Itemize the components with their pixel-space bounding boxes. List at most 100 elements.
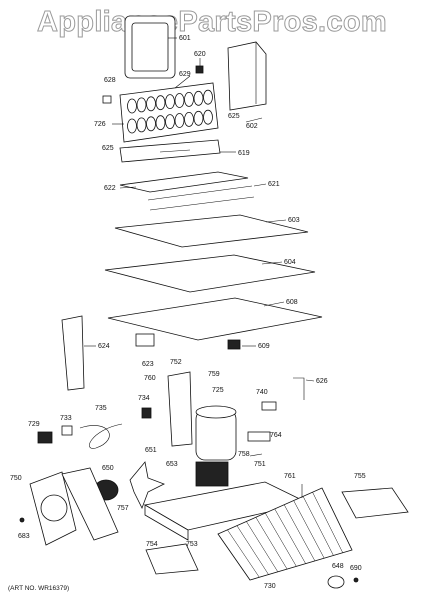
label-750: 750	[10, 475, 22, 482]
part-629-evaporator[interactable]	[119, 82, 219, 143]
label-604: 604	[284, 259, 296, 266]
coil-loop	[203, 89, 213, 105]
coil-loop	[203, 109, 213, 125]
part-603-shelf[interactable]	[114, 214, 309, 248]
part-609[interactable]	[227, 339, 241, 350]
label-734: 734	[138, 395, 150, 402]
condenser-tube	[283, 504, 316, 562]
coil-loop	[193, 90, 204, 106]
part-651-fan-blade[interactable]	[129, 461, 165, 509]
label-609: 609	[258, 343, 270, 350]
label-751: 751	[254, 461, 266, 468]
label-730: 730	[264, 583, 276, 590]
label-624: 624	[98, 343, 110, 350]
label-603: 603	[288, 217, 300, 224]
label-740: 740	[256, 389, 268, 396]
label-752: 752	[170, 359, 182, 366]
part-757-baffle[interactable]	[61, 467, 119, 541]
label-648: 648	[332, 563, 344, 570]
part-624-panel[interactable]	[61, 315, 85, 391]
part-755[interactable]	[341, 487, 409, 519]
condenser-tube	[255, 517, 288, 570]
part-608-shelf[interactable]	[107, 297, 323, 341]
part-758-fan-motor[interactable]	[195, 461, 229, 487]
part-733[interactable]	[61, 425, 73, 436]
label-619: 619	[238, 150, 250, 157]
label-653: 653	[166, 461, 178, 468]
condenser-tube	[274, 508, 306, 564]
coil-loop	[127, 98, 137, 114]
label-622: 622	[104, 185, 116, 192]
condenser-tube	[302, 496, 334, 556]
part-725-compressor[interactable]	[195, 405, 237, 461]
art-number: (ART NO. WR16379)	[8, 585, 70, 592]
part-730-condenser[interactable]	[217, 487, 353, 581]
coil-loop	[184, 112, 194, 127]
part-601-gasket[interactable]	[124, 15, 176, 79]
part-735-harness[interactable]	[79, 423, 123, 449]
label-620: 620	[194, 51, 206, 58]
condenser-tube	[321, 487, 353, 551]
coil-loop	[165, 94, 175, 109]
part-683[interactable]	[19, 517, 25, 523]
leader-lines	[84, 37, 315, 457]
label-755: 755	[354, 473, 366, 480]
coil-loop	[174, 93, 185, 108]
condenser-tube	[312, 492, 343, 553]
label-759: 759	[208, 371, 220, 378]
part-690[interactable]	[353, 577, 359, 583]
coil-loop	[127, 118, 137, 134]
coil-loop	[155, 115, 166, 131]
label-683: 683	[18, 533, 30, 540]
coil-loop	[193, 110, 204, 126]
label-726: 726	[94, 121, 106, 128]
part-628-knob[interactable]	[102, 95, 112, 104]
label-625b: 625	[102, 145, 114, 152]
label-753: 753	[186, 541, 198, 548]
coil-loop	[165, 114, 175, 129]
label-757: 757	[117, 505, 129, 512]
label-626: 626	[316, 378, 328, 385]
part-754[interactable]	[145, 543, 199, 575]
label-623: 623	[142, 361, 154, 368]
label-761: 761	[284, 473, 296, 480]
coil-loop	[146, 96, 156, 112]
part-623[interactable]	[135, 333, 155, 347]
label-733: 733	[60, 415, 72, 422]
condenser-tube	[217, 533, 251, 581]
part-740[interactable]	[261, 401, 277, 411]
label-758: 758	[238, 451, 250, 458]
part-750-shroud[interactable]	[29, 471, 77, 546]
part-619-bracket[interactable]	[119, 139, 221, 163]
part-734[interactable]	[141, 407, 152, 419]
label-608: 608	[286, 299, 298, 306]
condenser-tube	[265, 512, 297, 567]
part-764[interactable]	[247, 431, 271, 442]
coil-loop	[174, 113, 185, 128]
coil-loop	[136, 97, 147, 113]
part-622-tray[interactable]	[119, 171, 249, 193]
part-752-bracket[interactable]	[167, 371, 193, 447]
part-602-cover[interactable]	[227, 41, 267, 111]
condenser-tube	[246, 521, 279, 572]
label-629: 629	[179, 71, 191, 78]
coil-loop	[155, 95, 166, 111]
part-729[interactable]	[37, 431, 53, 444]
coil-loop	[136, 117, 147, 133]
part-620-clip[interactable]	[195, 65, 204, 74]
label-628: 628	[104, 77, 116, 84]
part-648[interactable]	[327, 575, 345, 589]
part-621-rod[interactable]	[147, 185, 255, 211]
label-601: 601	[179, 35, 191, 42]
label-760: 760	[144, 375, 156, 382]
part-626[interactable]	[293, 377, 305, 400]
condenser-tube	[293, 500, 325, 559]
label-764: 764	[270, 432, 282, 439]
label-625a: 625	[228, 113, 240, 120]
condenser-tube	[236, 525, 269, 575]
label-729: 729	[28, 421, 40, 428]
label-754: 754	[146, 541, 158, 548]
label-735: 735	[95, 405, 107, 412]
label-651: 651	[145, 447, 157, 454]
condenser-tube	[227, 529, 260, 578]
